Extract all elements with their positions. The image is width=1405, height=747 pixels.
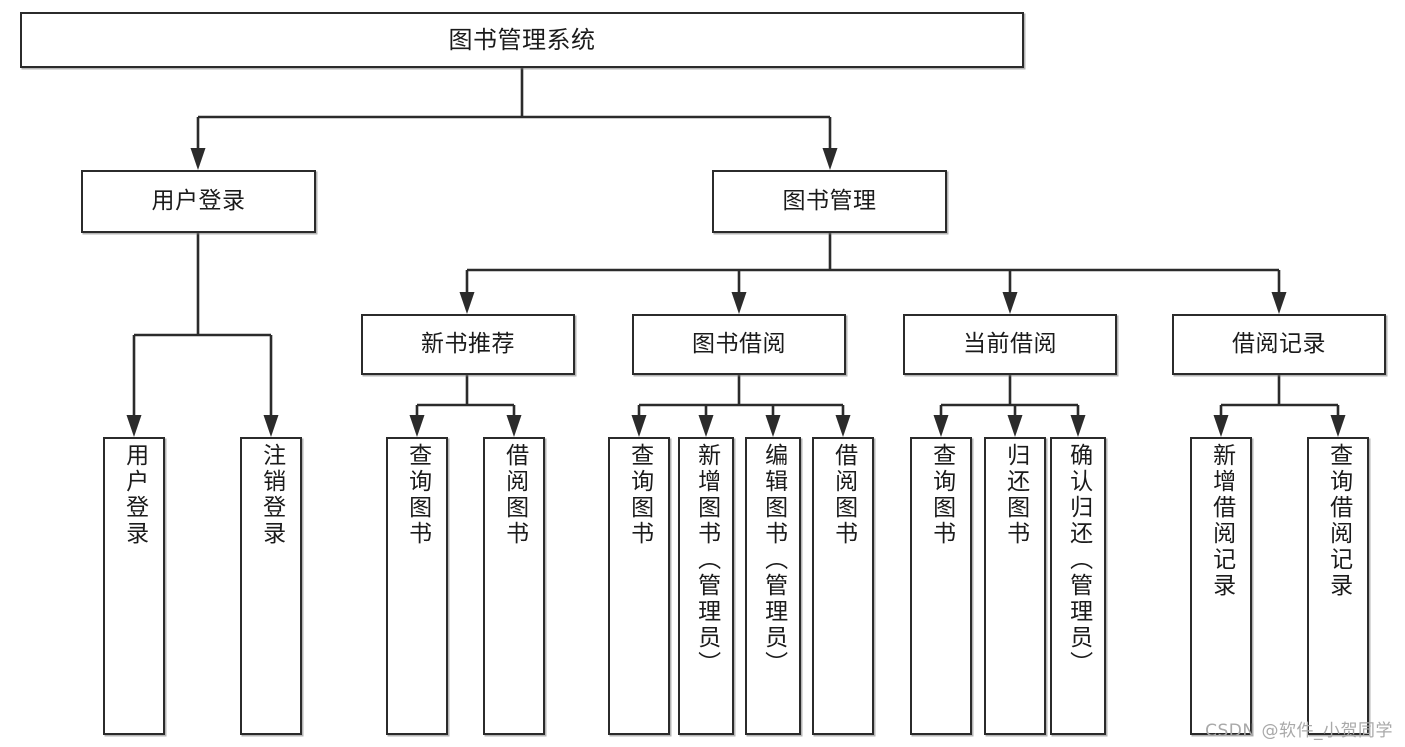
- node-book-management[interactable]: 图书管理: [712, 170, 947, 233]
- leaf-query-book-borrowing[interactable]: 查询图书: [608, 437, 670, 735]
- node-label: 确认归还（管理员）: [1065, 443, 1092, 677]
- leaf-query-book-current[interactable]: 查询图书: [910, 437, 972, 735]
- leaf-query-borrow-record[interactable]: 查询借阅记录: [1307, 437, 1369, 735]
- node-borrowing-records[interactable]: 借阅记录: [1172, 314, 1386, 375]
- node-label: 图书管理: [782, 187, 877, 214]
- node-label: 图书借阅: [692, 330, 786, 357]
- node-label: 编辑图书（管理员）: [760, 443, 787, 677]
- node-current-borrowing[interactable]: 当前借阅: [903, 314, 1117, 375]
- leaf-return-book[interactable]: 归还图书: [984, 437, 1046, 735]
- node-label: 图书管理系统: [448, 25, 596, 54]
- leaf-add-borrow-record[interactable]: 新增借阅记录: [1190, 437, 1252, 735]
- node-label: 借阅记录: [1232, 330, 1326, 357]
- node-user-login[interactable]: 用户登录: [81, 170, 316, 233]
- node-label: 借阅图书: [501, 443, 528, 547]
- leaf-borrow-book-recommendation[interactable]: 借阅图书: [483, 437, 545, 735]
- node-label: 借阅图书: [830, 443, 857, 547]
- node-label: 新书推荐: [421, 330, 515, 357]
- leaf-add-book-admin[interactable]: 新增图书（管理员）: [678, 437, 734, 735]
- leaf-logout[interactable]: 注销登录: [240, 437, 302, 735]
- node-root-book-management-system[interactable]: 图书管理系统: [20, 12, 1024, 68]
- node-label: 查询图书: [928, 443, 955, 547]
- node-label: 查询图书: [404, 443, 431, 547]
- leaf-borrow-book-borrowing[interactable]: 借阅图书: [812, 437, 874, 735]
- node-label: 查询图书: [626, 443, 653, 547]
- leaf-edit-book-admin[interactable]: 编辑图书（管理员）: [745, 437, 801, 735]
- node-new-book-recommendation[interactable]: 新书推荐: [361, 314, 575, 375]
- node-book-borrowing[interactable]: 图书借阅: [632, 314, 846, 375]
- leaf-confirm-return-admin[interactable]: 确认归还（管理员）: [1050, 437, 1106, 735]
- node-label: 归还图书: [1002, 443, 1029, 547]
- node-label: 当前借阅: [963, 330, 1057, 357]
- node-label: 注销登录: [258, 443, 285, 547]
- node-label: 新增图书（管理员）: [693, 443, 720, 677]
- leaf-query-book-recommendation[interactable]: 查询图书: [386, 437, 448, 735]
- node-label: 查询借阅记录: [1325, 443, 1352, 599]
- watermark: CSDN @软件_小贺同学: [1205, 721, 1393, 741]
- node-label: 用户登录: [151, 187, 246, 214]
- leaf-user-login[interactable]: 用户登录: [103, 437, 165, 735]
- node-label: 新增借阅记录: [1208, 443, 1235, 599]
- node-label: 用户登录: [121, 443, 148, 547]
